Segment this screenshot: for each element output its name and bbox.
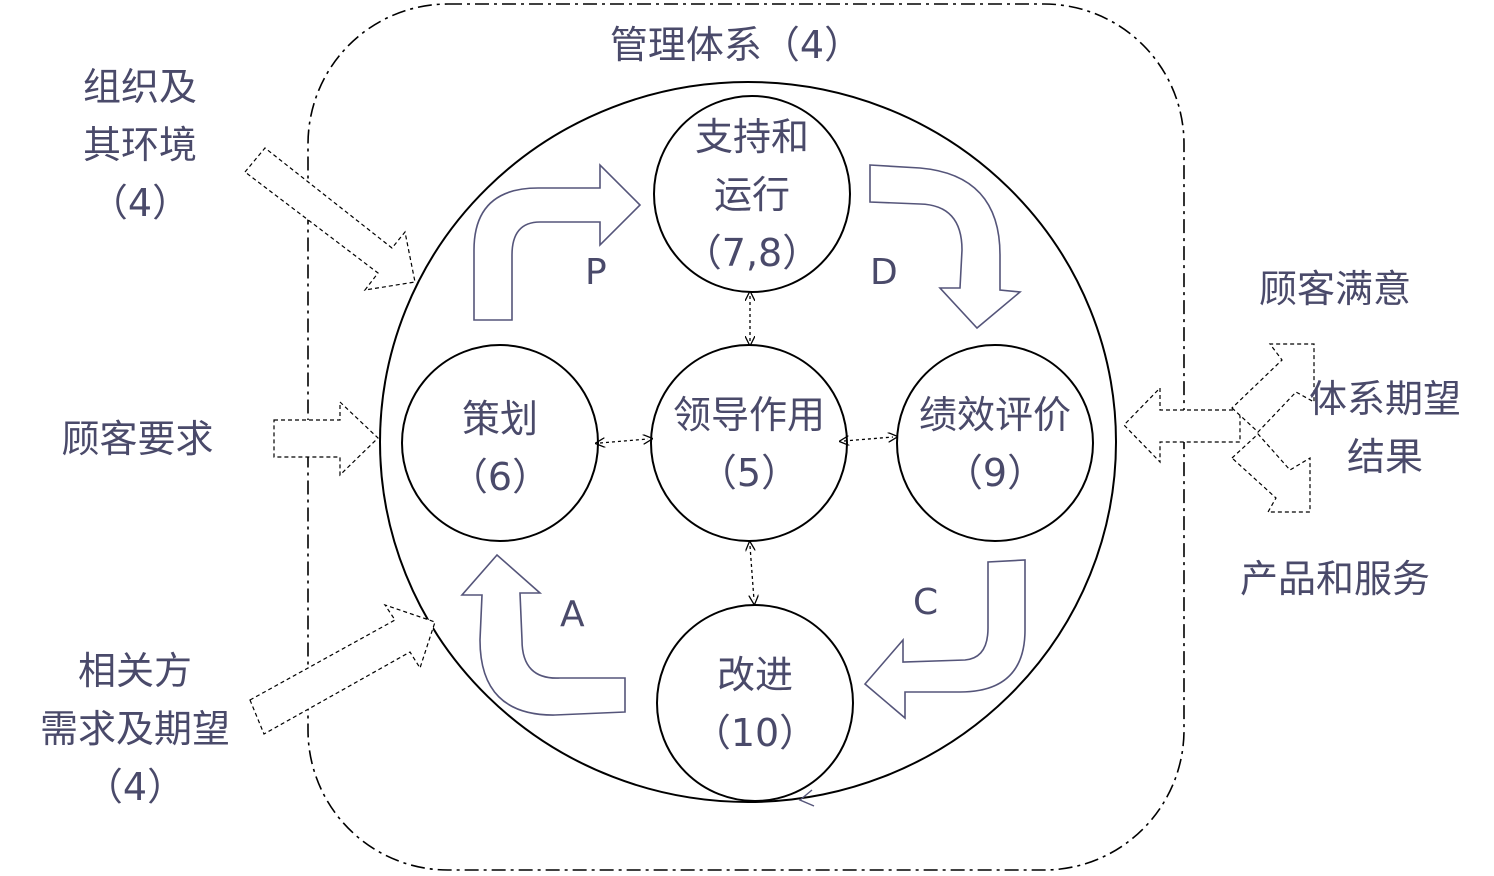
planning-line1: 策划 [461, 397, 538, 441]
input-arrow-interested-parties [249, 603, 436, 735]
evaluation-line2: （9） [944, 451, 1046, 495]
system-results-line1: 体系期望 [1308, 377, 1461, 421]
improvement-line2: （10） [692, 711, 818, 755]
evaluation-line1: 绩效评价 [918, 393, 1071, 437]
d-arrow [869, 164, 1022, 330]
link-leadership-evaluation [844, 437, 893, 441]
cycle-tail-arrow [798, 789, 815, 807]
link-leadership-improvement [750, 546, 754, 600]
input-arrow-customer [273, 400, 379, 477]
cycle-letter-a: A [560, 594, 585, 635]
p-arrow [473, 163, 642, 321]
planning-label: 策划 （6） [410, 390, 590, 506]
support-line3: （7,8） [683, 231, 821, 275]
output-arrow-products [1231, 433, 1311, 513]
leadership-label: 领导作用 （5） [654, 386, 844, 502]
organization-line3: （4） [89, 181, 191, 225]
a-arrow [460, 553, 626, 716]
organization-line1: 组织及 [82, 65, 197, 109]
interested-parties-label: 相关方 需求及期望 （4） [20, 642, 250, 816]
output-arrow-satisfaction [1231, 343, 1315, 433]
improvement-line1: 改进 [716, 653, 793, 697]
support-line2: 运行 [713, 173, 790, 217]
c-arrow [863, 559, 1026, 720]
system-results-label: 体系期望 结果 [1290, 370, 1480, 486]
organization-line2: 其环境 [82, 123, 197, 167]
main-cycle-circle [379, 81, 1117, 803]
leadership-line1: 领导作用 [672, 393, 825, 437]
planning-line2: （6） [449, 455, 551, 499]
cycle-letter-d: D [870, 252, 898, 293]
leadership-line2: （5） [698, 451, 800, 495]
cycle-letter-c: C [913, 582, 939, 623]
evaluation-label: 绩效评价 （9） [900, 386, 1090, 502]
organization-context-label: 组织及 其环境 （4） [40, 58, 240, 232]
customer-requirements-label: 顾客要求 [61, 417, 214, 461]
interested-parties-line3: （4） [84, 765, 186, 809]
management-system-title: 管理体系（4） [609, 23, 863, 67]
customer-satisfaction-label: 顾客满意 [1258, 267, 1411, 311]
system-results-line2: 结果 [1346, 435, 1423, 479]
support-line1: 支持和 [694, 115, 809, 159]
output-arrow-system [1123, 386, 1241, 464]
support-operation-label: 支持和 运行 （7,8） [662, 108, 842, 282]
products-services-label: 产品和服务 [1239, 557, 1430, 601]
link-planning-leadership [600, 439, 648, 443]
cycle-letter-p: P [585, 252, 607, 293]
improvement-label: 改进 （10） [665, 646, 845, 762]
input-arrow-organization [244, 147, 416, 291]
interested-parties-line1: 相关方 [77, 649, 192, 693]
interested-parties-line2: 需求及期望 [39, 707, 230, 751]
